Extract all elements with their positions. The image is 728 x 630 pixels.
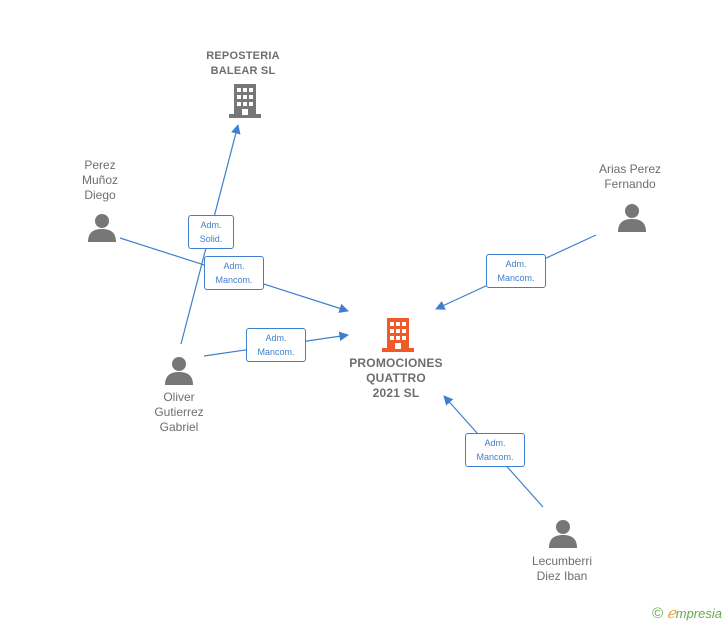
arias-label[interactable]: Arias Perez Fernando — [582, 162, 678, 192]
copyright-symbol: © — [652, 605, 664, 622]
oliver-label-line3: Gabriel — [159, 420, 199, 434]
edge-label-line1: Adm. — [484, 438, 506, 448]
central-building-icon[interactable] — [382, 318, 414, 352]
central-label-line1: PROMOCIONES — [349, 356, 443, 370]
edge-label-line2: Mancom. — [257, 347, 295, 357]
edge-label-line2: Solid. — [199, 234, 223, 244]
brand-logo-e: ℯ — [666, 605, 676, 622]
arias-label-line1: Arias Perez — [598, 162, 662, 176]
edge-label-oliver-central[interactable]: Adm. Mancom. — [246, 328, 306, 362]
perez-person-icon[interactable] — [88, 214, 116, 242]
arias-label-line2: Fernando — [604, 177, 656, 191]
central-label-line3: 2021 SL — [372, 386, 420, 400]
edge-label-line1: Adm. — [200, 220, 222, 230]
oliver-person-icon[interactable] — [165, 357, 193, 385]
central-label-line2: QUATTRO — [366, 371, 426, 385]
brand-footer: © ℯmpresia — [652, 604, 722, 622]
edge-label-line1: Adm. — [505, 259, 527, 269]
lecumberri-label[interactable]: Lecumberri Diez Iban — [516, 554, 608, 584]
reposteria-label-line2: BALEAR SL — [210, 65, 276, 77]
brand-logo-text: mpresia — [675, 606, 722, 621]
edge-label-line1: Adm. — [223, 261, 245, 271]
reposteria-label-line1: REPOSTERIA — [206, 50, 280, 62]
oliver-label-line1: Oliver — [163, 390, 195, 404]
lecumberri-label-line1: Lecumberri — [531, 554, 593, 568]
edge-label-line2: Mancom. — [497, 273, 535, 283]
lecumberri-person-icon[interactable] — [549, 520, 577, 548]
central-label[interactable]: PROMOCIONES QUATTRO 2021 SL — [341, 356, 451, 401]
edge-label-oliver-reposteria[interactable]: Adm. Solid. — [188, 215, 234, 249]
perez-label[interactable]: Perez Muñoz Diego — [60, 158, 140, 203]
oliver-label-line2: Gutierrez — [154, 405, 204, 419]
perez-label-line2: Muñoz — [81, 173, 119, 187]
edge-label-lecumberri-central[interactable]: Adm. Mancom. — [465, 433, 525, 467]
lecumberri-label-line2: Diez Iban — [536, 569, 588, 583]
oliver-label[interactable]: Oliver Gutierrez Gabriel — [134, 390, 224, 435]
edge-label-arias-central[interactable]: Adm. Mancom. — [486, 254, 546, 288]
edge-label-line2: Mancom. — [476, 452, 514, 462]
edge-label-line2: Mancom. — [215, 275, 253, 285]
perez-label-line1: Perez — [84, 158, 116, 172]
reposteria-label[interactable]: REPOSTERIA BALEAR SL — [188, 49, 298, 79]
reposteria-building-icon[interactable] — [229, 84, 261, 118]
perez-label-line3: Diego — [84, 188, 116, 202]
edge-label-line1: Adm. — [265, 333, 287, 343]
edge-label-perez-central[interactable]: Adm. Mancom. — [204, 256, 264, 290]
arias-person-icon[interactable] — [618, 204, 646, 232]
